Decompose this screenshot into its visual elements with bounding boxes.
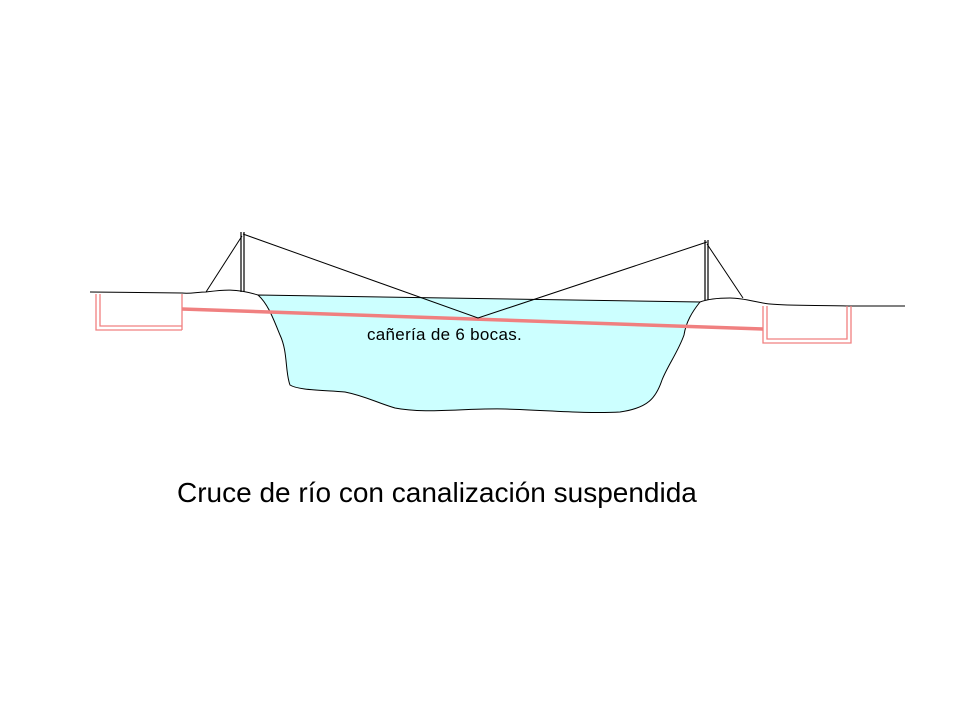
left-tower xyxy=(240,232,245,292)
right-ground-line xyxy=(699,297,905,307)
main-suspension-cable xyxy=(242,233,708,319)
left-ground-line xyxy=(89,289,259,296)
right-stay-cable xyxy=(706,243,744,299)
diagram-title: Cruce de río con canalización suspendida xyxy=(177,477,697,508)
pipe-label: cañería de 6 bocas. xyxy=(367,325,522,344)
left-pit xyxy=(95,294,183,331)
right-tower xyxy=(704,240,709,300)
left-stay-cable xyxy=(205,235,243,293)
suspended-pipe xyxy=(181,307,764,331)
right-pit xyxy=(762,306,852,344)
